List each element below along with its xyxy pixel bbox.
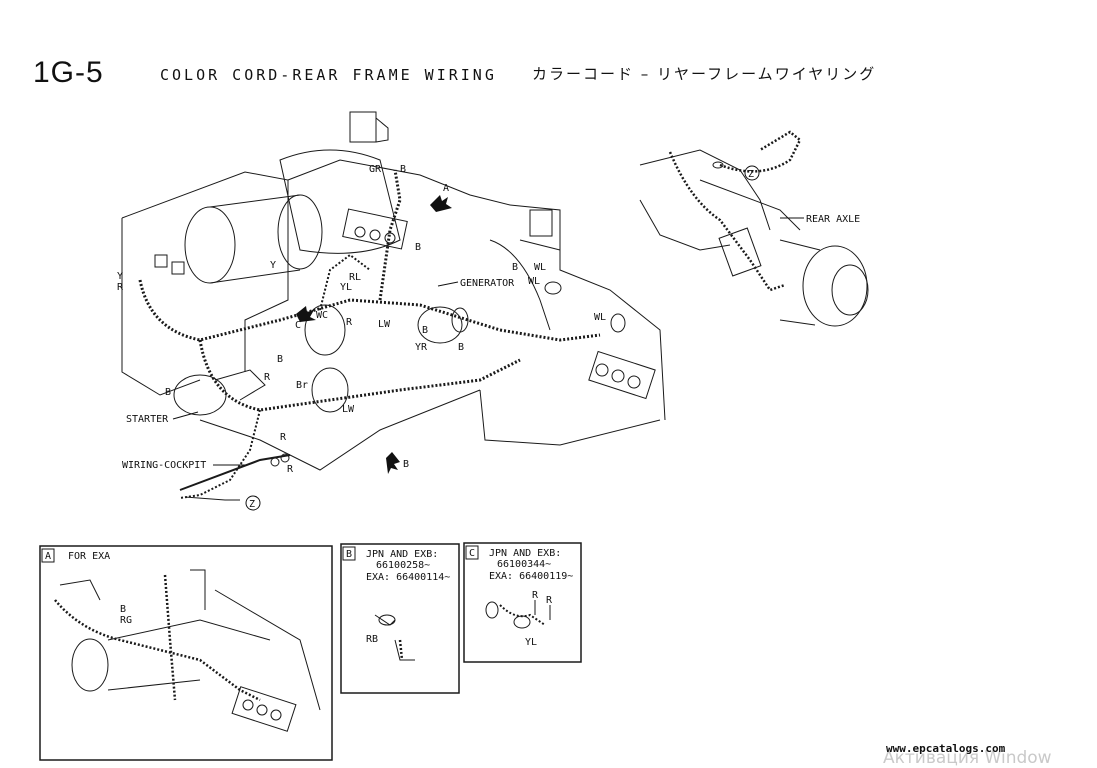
- view-arrow-a-label: A: [443, 183, 449, 194]
- wire-code-b-gen: B: [422, 325, 428, 336]
- page-title-japanese: カラーコード – リヤーフレームワイヤリング: [532, 65, 877, 83]
- starter-body: [173, 374, 227, 416]
- panel-c-line2: 66100344~: [497, 559, 551, 570]
- cockpit-harness: [179, 454, 291, 491]
- view-arrow-c-label: C: [295, 320, 301, 331]
- wiring-cockpit-label: WIRING-COCKPIT: [122, 460, 206, 471]
- wire-code-yl: YL: [340, 282, 352, 293]
- wire-code-r-starter: R: [264, 372, 271, 383]
- panel-c-line3: EXA: 66400119~: [489, 571, 573, 582]
- wire-code-b-right: B: [512, 262, 518, 273]
- page-number: 1G-5: [33, 56, 104, 89]
- frame-outline-right: [509, 204, 666, 421]
- panel-c-wire-r: R: [532, 590, 539, 601]
- panel-a-letter: A: [45, 551, 51, 562]
- panel-a-wire-rg: RG: [120, 615, 132, 626]
- connector-z-main: Z: [249, 499, 255, 510]
- generator-body: [417, 306, 463, 344]
- panel-a-wire-b: B: [120, 604, 126, 615]
- frame-outline-top: [287, 159, 511, 206]
- wire-code-r-left: R: [117, 282, 124, 293]
- wire-code-b-starter: B: [277, 354, 283, 365]
- wire-code-lw-2: LW: [342, 404, 355, 415]
- wire-code-r-cockpit: R: [280, 432, 287, 443]
- panel-c-letter: C: [469, 548, 475, 559]
- wire-code-rl: RL: [349, 272, 361, 283]
- os-activation-watermark: Активация Window: [883, 748, 1052, 768]
- starter-label: STARTER: [126, 414, 169, 425]
- top-lamp: [349, 111, 377, 143]
- tank-body: [209, 194, 301, 284]
- wire-code-r-center: R: [346, 317, 353, 328]
- wire-code-wl-2: WL: [528, 276, 540, 287]
- engine-block: [279, 149, 401, 254]
- wire-code-wc: WC: [316, 310, 328, 321]
- wire-code-b-gen2: B: [458, 342, 464, 353]
- frame-outline-left-lower: [121, 218, 201, 396]
- tank-end: [184, 206, 236, 284]
- panel-b-line1: JPN AND EXB:: [366, 549, 438, 560]
- main-harness: [138, 279, 601, 342]
- rear-axle-label: REAR AXLE: [806, 214, 860, 225]
- axle-harness: [668, 151, 786, 292]
- panel-c: [463, 542, 582, 663]
- panel-b-letter: B: [346, 549, 352, 560]
- instrument-panel-right: [588, 350, 656, 400]
- panel-c-line1: JPN AND EXB:: [489, 548, 561, 559]
- panel-b: [340, 543, 460, 694]
- footer-url[interactable]: www.epcatalogs.com: [886, 742, 1006, 755]
- frame-outline-bottom-right: [479, 389, 661, 446]
- wire-code-b-starter2: B: [165, 387, 171, 398]
- wire-code-wl-3: WL: [594, 312, 606, 323]
- wire-code-b-top: B: [400, 164, 406, 175]
- wire-code-lw: LW: [378, 319, 391, 330]
- rear-axle-detail: [639, 130, 869, 327]
- panel-a-title: FOR EXA: [68, 551, 110, 562]
- wire-code-wl: WL: [534, 262, 546, 273]
- wire-code-y-left: Y: [117, 271, 123, 282]
- wire-code-yr: YR: [415, 342, 428, 353]
- panel-b-line3: EXA: 66400114~: [366, 572, 450, 583]
- wire-code-y: Y: [270, 260, 276, 271]
- wire-code-b-panel: B: [415, 242, 421, 253]
- view-arrow-b-label: B: [403, 459, 409, 470]
- rear-axle-hub: [802, 245, 868, 327]
- panel-b-line2: 66100258~: [376, 560, 430, 571]
- frame-outline-left: [121, 171, 289, 372]
- panel-c-wire-yl: YL: [525, 637, 537, 648]
- connector-z-axle: Z: [748, 169, 754, 180]
- wire-code-gr: GR: [369, 164, 382, 175]
- panel-b-wire-rb: RB: [366, 634, 378, 645]
- generator-label: GENERATOR: [460, 278, 515, 289]
- panel-a: [39, 545, 333, 761]
- wire-code-r-cockpit2: R: [287, 464, 294, 475]
- wire-code-br: Br: [296, 380, 308, 391]
- right-lamp: [529, 209, 553, 237]
- page-title: COLOR CORD-REAR FRAME WIRING: [160, 66, 497, 84]
- frame-outline-bottom: [199, 389, 481, 471]
- instrument-panel-center: [342, 208, 408, 250]
- panel-c-wire-r-2: R: [546, 595, 553, 606]
